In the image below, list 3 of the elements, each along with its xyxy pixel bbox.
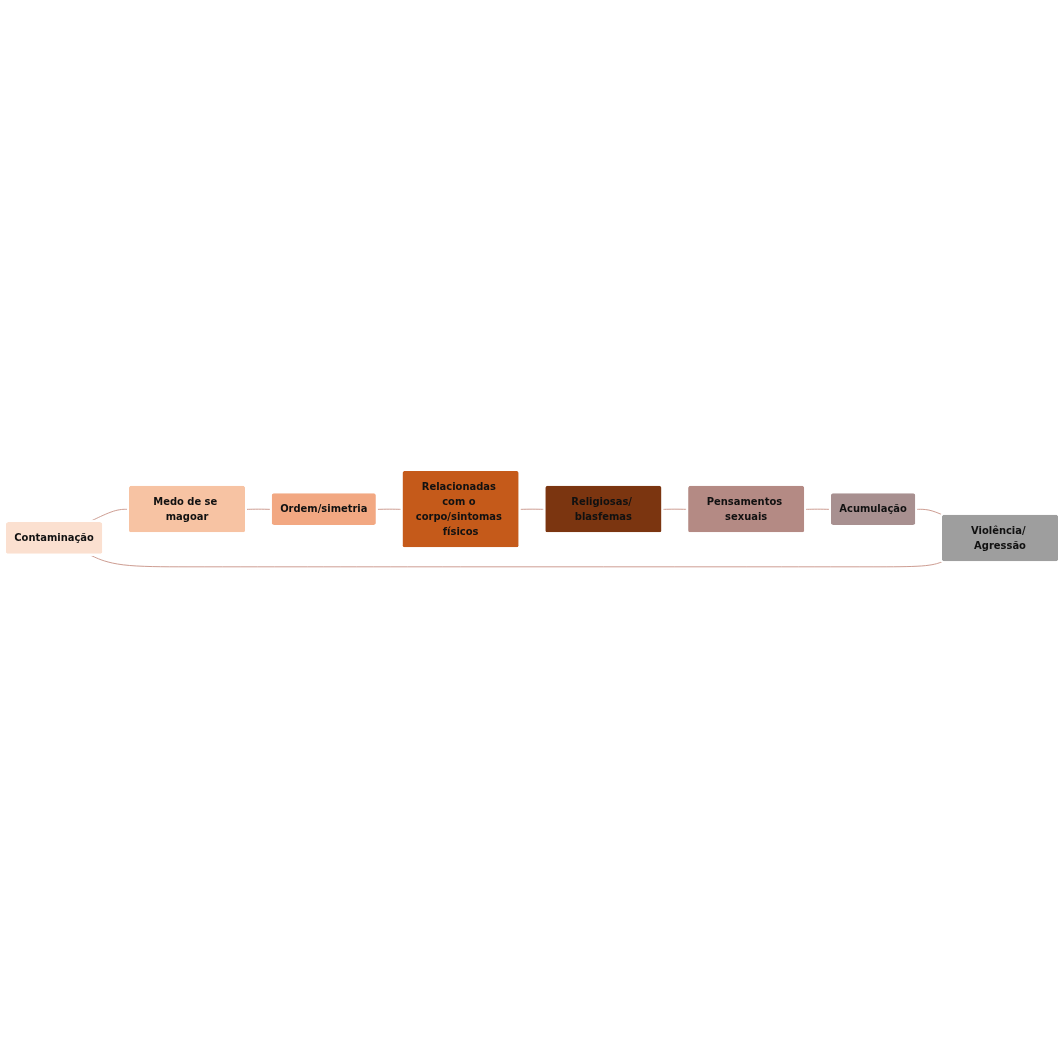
connector — [662, 508, 688, 510]
connector — [916, 508, 943, 516]
connector — [89, 554, 943, 568]
